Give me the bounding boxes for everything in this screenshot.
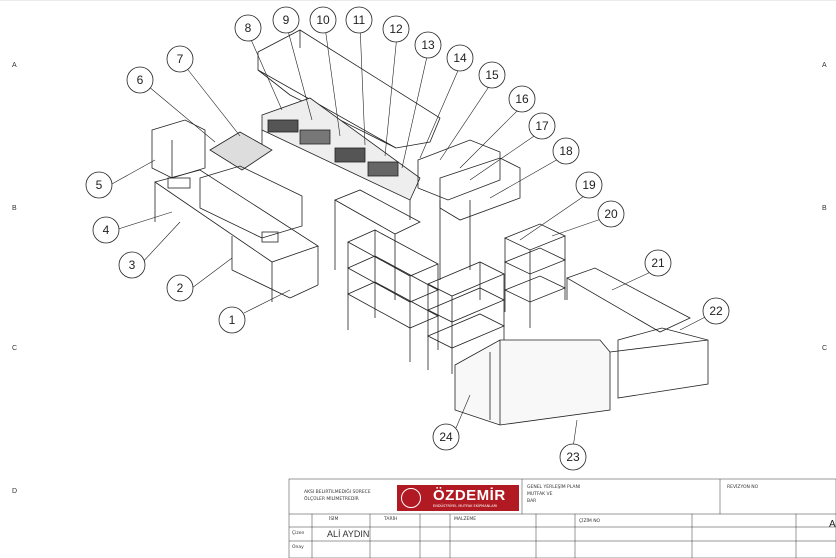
callout-2: 2 [166,274,194,302]
callout-1: 1 [218,306,246,334]
material-label: MALZEME [454,517,477,522]
border-letter-a: A [12,62,17,69]
border-letter-b: B [12,205,17,212]
work-table [334,189,421,235]
date-label: TARİH [384,517,398,522]
callout-12: 12 [382,15,410,43]
author-name: ALİ AYDIN [327,529,370,539]
svg-text:11: 11 [353,13,366,27]
callout-9: 9 [272,6,300,34]
callout-15: 15 [478,61,506,89]
svg-text:23: 23 [566,450,580,464]
exhaust-grille-1 [417,139,501,201]
svg-text:10: 10 [316,13,330,27]
callout-5: 5 [85,171,113,199]
shelving-unit-2 [427,261,505,374]
callout-23: 23 [559,443,587,471]
bar-counter-side [617,327,709,399]
bain-marie [209,131,273,171]
callout-20: 20 [597,200,625,228]
svg-text:8: 8 [245,21,252,35]
brand-name: ÖZDEMİR [433,487,506,504]
svg-text:21: 21 [651,256,665,270]
callout-8: 8 [234,14,262,42]
callout-4: 4 [92,216,120,244]
drawer-label: Çizen [292,531,305,536]
callout-3: 3 [118,251,146,279]
svg-text:14: 14 [453,51,467,65]
svg-text:24: 24 [439,430,453,444]
svg-text:4: 4 [103,223,110,237]
callout-19: 19 [575,171,603,199]
svg-text:5: 5 [96,178,103,192]
note-line-1: AKSI BELIRTILMEDIĞI SÜRECE [304,490,371,495]
svg-text:6: 6 [137,73,144,87]
callout-14: 14 [446,44,474,72]
wall-cabinet [151,119,206,179]
svg-text:16: 16 [515,92,529,106]
callout-label: 1 [229,313,236,327]
callout-16: 16 [508,85,536,113]
brand-subtitle: ENDÜSTRİYEL MUTFAK EKİPMANLARI [433,504,498,508]
border-letter-a-right: A [822,62,827,69]
note-line-2: ÖLÇÜLER MİLİMETREDİR [304,497,359,502]
callout-18: 18 [552,137,580,165]
callout-17: 17 [528,112,556,140]
svg-text:17: 17 [535,119,549,133]
sink-table [154,169,319,263]
svg-text:7: 7 [177,52,184,66]
callout-7: 7 [166,45,194,73]
svg-text:19: 19 [582,178,596,192]
svg-text:18: 18 [559,144,573,158]
drawn-label: İSİM [329,517,339,522]
callout-24: 24 [432,423,460,451]
svg-text:2: 2 [177,281,184,295]
shelving-unit-1 [347,229,439,362]
callout-6: 6 [126,66,154,94]
border-letter-c-right: C [822,345,828,352]
callout-22: 22 [702,297,730,325]
checker-label: Onay [292,545,304,550]
exhaust-grille-2 [439,157,521,221]
svg-text:22: 22 [709,304,723,318]
title-block-grid [288,478,836,558]
drawing-title-1: GENEL YERLEŞİM PLANI [527,485,581,490]
drawing-title-2: MUTFAK VE [527,492,553,497]
logo-mark-icon [401,488,421,508]
border-letter-c: C [12,345,18,352]
svg-text:12: 12 [389,22,403,36]
title-block: AKSI BELIRTILMEDIĞI SÜRECE ÖLÇÜLER MİLİM… [289,479,836,558]
svg-text:9: 9 [283,13,290,27]
callout-21: 21 [644,249,672,277]
sheet-size: A4 [829,519,836,530]
border-letter-d: D [12,488,18,495]
callout-10: 10 [309,6,337,34]
callout-11: 11 [345,6,373,34]
revision-label: REVİZYON NO [727,485,759,490]
drawing-no-label: ÇİZİM NO [579,519,601,524]
svg-text:20: 20 [604,207,618,221]
brand-logo: ÖZDEMİR ENDÜSTRİYEL MUTFAK EKİPMANLARI [397,485,519,511]
border-letter-b-right: B [822,205,827,212]
svg-text:3: 3 [129,258,136,272]
callout-13: 13 [414,31,442,59]
shelving-unit-3 [504,223,566,328]
drawing-title-3: BAR [527,499,537,504]
bar-sink-counter [566,267,691,333]
svg-text:15: 15 [485,68,499,82]
svg-text:13: 13 [421,38,435,52]
bar-counter-front [454,339,611,426]
